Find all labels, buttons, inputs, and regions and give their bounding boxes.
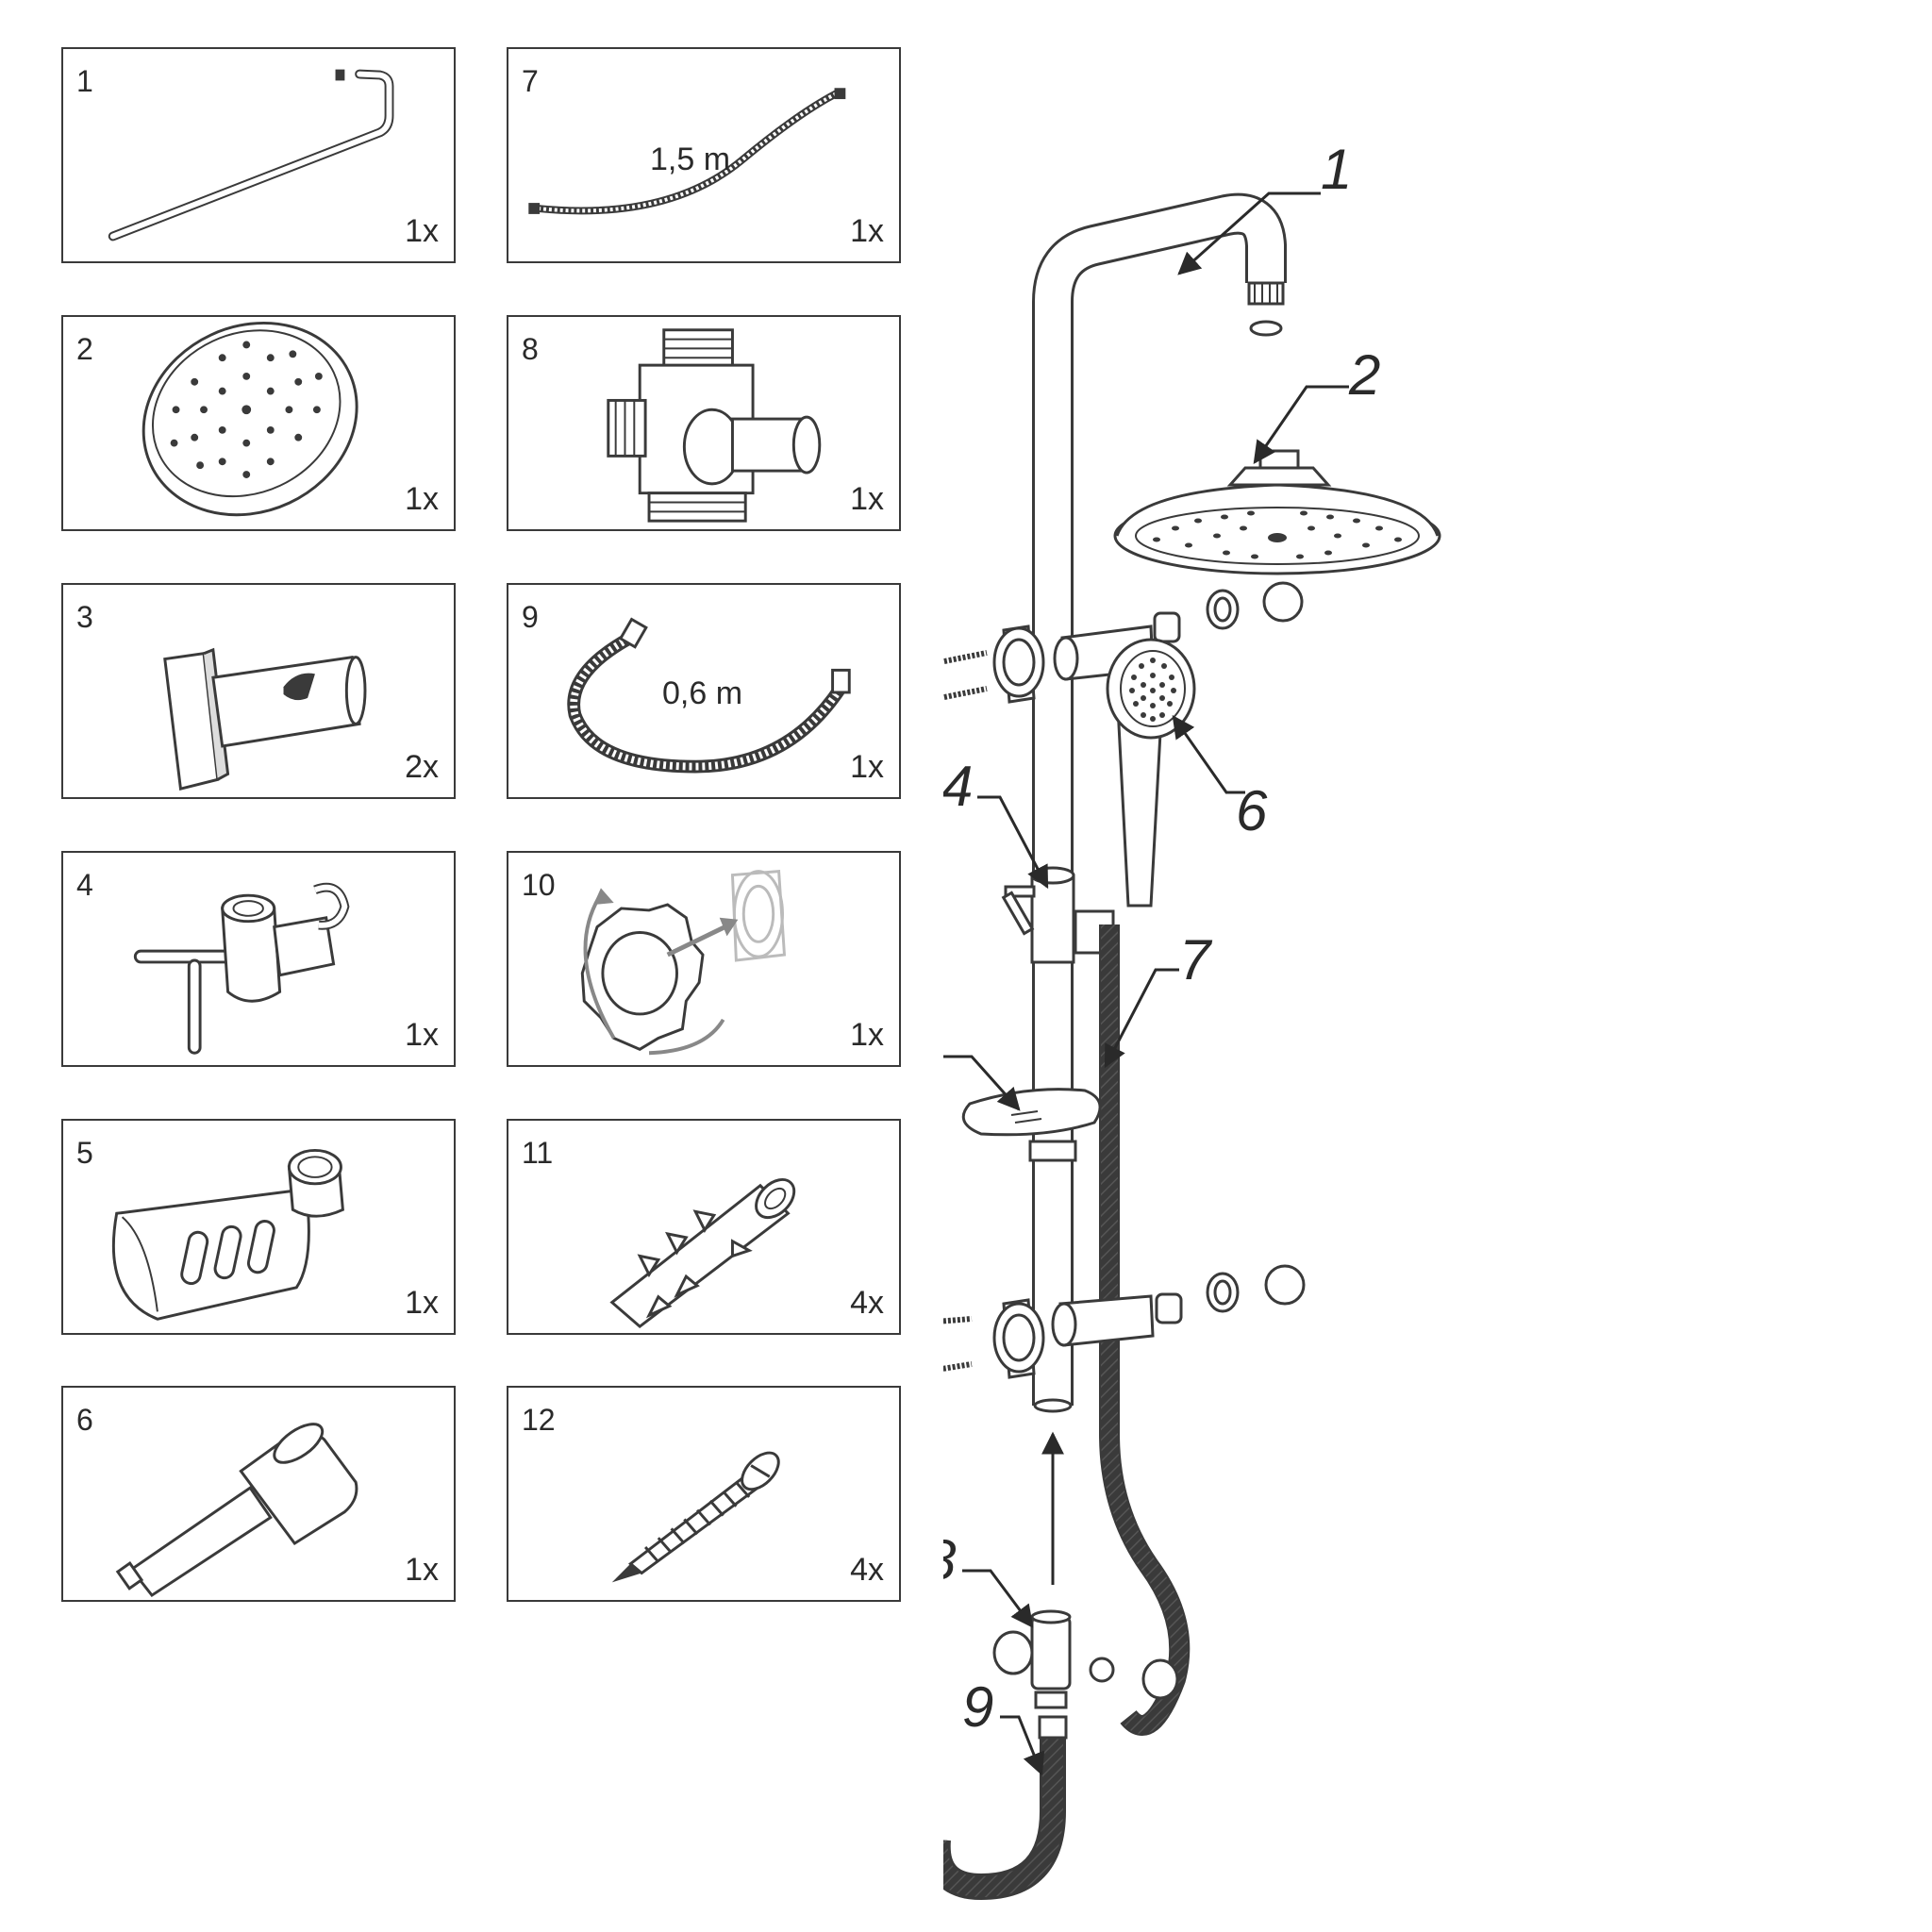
diverter-valve-icon <box>607 328 822 523</box>
part-quantity: 2x <box>405 749 439 785</box>
callout-9: 9 <box>962 1675 993 1739</box>
connection-hose-icon <box>567 617 851 774</box>
assembly-diagram: 1 2 4 5 6 7 8 9 11 12 <box>943 138 1441 1901</box>
rain-shower-head-icon <box>142 321 358 517</box>
assembly-diverter-valve <box>992 1609 1179 1709</box>
part-box-7: 7 1,5 m 1x <box>507 47 901 263</box>
part-number: 2 <box>76 332 93 366</box>
part-number: 7 <box>522 64 539 98</box>
lower-wall-bracket <box>943 1264 1306 1379</box>
shower-hose-icon <box>528 88 846 215</box>
part-quantity: 1x <box>405 1285 439 1321</box>
part-number: 4 <box>76 868 93 902</box>
assembly-hand-shower <box>1106 638 1196 908</box>
part-quantity: 1x <box>405 1552 439 1588</box>
part-quantity: 1x <box>850 213 884 249</box>
part-number: 11 <box>522 1136 554 1170</box>
part-number: 6 <box>76 1403 93 1437</box>
assembly-rain-shower-head <box>1113 449 1441 575</box>
part-box-8: 8 1x <box>507 315 901 531</box>
soap-dish-icon <box>112 1148 344 1321</box>
part-quantity: 1x <box>850 481 884 517</box>
callout-1: 1 <box>1321 138 1352 201</box>
part-quantity: 1x <box>405 213 439 249</box>
assembly-slider-holder <box>1001 866 1115 964</box>
slider-holder-icon <box>133 882 350 1055</box>
callout-4: 4 <box>943 755 973 818</box>
part-quantity: 1x <box>850 1017 884 1053</box>
part-length: 0,6 m <box>662 675 743 711</box>
part-quantity: 1x <box>405 481 439 517</box>
callout-2: 2 <box>1348 343 1380 407</box>
callout-6: 6 <box>1236 779 1268 842</box>
part-length: 1,5 m <box>650 142 731 177</box>
part-box-3: 3 2x <box>61 583 456 799</box>
part-quantity: 1x <box>850 749 884 785</box>
part-number: 5 <box>76 1136 93 1170</box>
part-box-9: 9 0,6 m 1x <box>507 583 901 799</box>
part-number: 3 <box>76 600 93 634</box>
callout-8: 8 <box>943 1528 957 1591</box>
shower-arm-icon <box>108 69 394 242</box>
callout-7: 7 <box>1179 928 1213 991</box>
part-number: 8 <box>522 332 539 366</box>
part-number: 9 <box>522 600 539 634</box>
wall-plug-icon <box>609 1178 796 1329</box>
adapter-nut-icon <box>580 870 787 1056</box>
part-quantity: 1x <box>405 1017 439 1053</box>
riser-pipe <box>1032 192 1287 1413</box>
hand-shower-icon <box>115 1423 358 1598</box>
part-box-4: 4 1x <box>61 851 456 1067</box>
arm-connector <box>1247 281 1285 337</box>
part-box-12: 12 4x <box>507 1386 901 1602</box>
part-box-2: 2 1x <box>61 315 456 531</box>
part-number: 10 <box>522 868 556 902</box>
part-number: 12 <box>522 1403 556 1437</box>
screw-icon <box>611 1451 780 1583</box>
part-quantity: 4x <box>850 1552 884 1588</box>
wall-bracket-icon <box>163 647 367 791</box>
assembly-soap-dish <box>961 1088 1102 1162</box>
part-number: 1 <box>76 64 93 98</box>
part-box-6: 6 1x <box>61 1386 456 1602</box>
part-box-11: 11 4x <box>507 1119 901 1335</box>
part-box-1: 1 1x <box>61 47 456 263</box>
upper-wall-bracket <box>943 581 1304 704</box>
part-quantity: 4x <box>850 1285 884 1321</box>
part-box-10: 10 1x <box>507 851 901 1067</box>
part-box-5: 5 1x <box>61 1119 456 1335</box>
